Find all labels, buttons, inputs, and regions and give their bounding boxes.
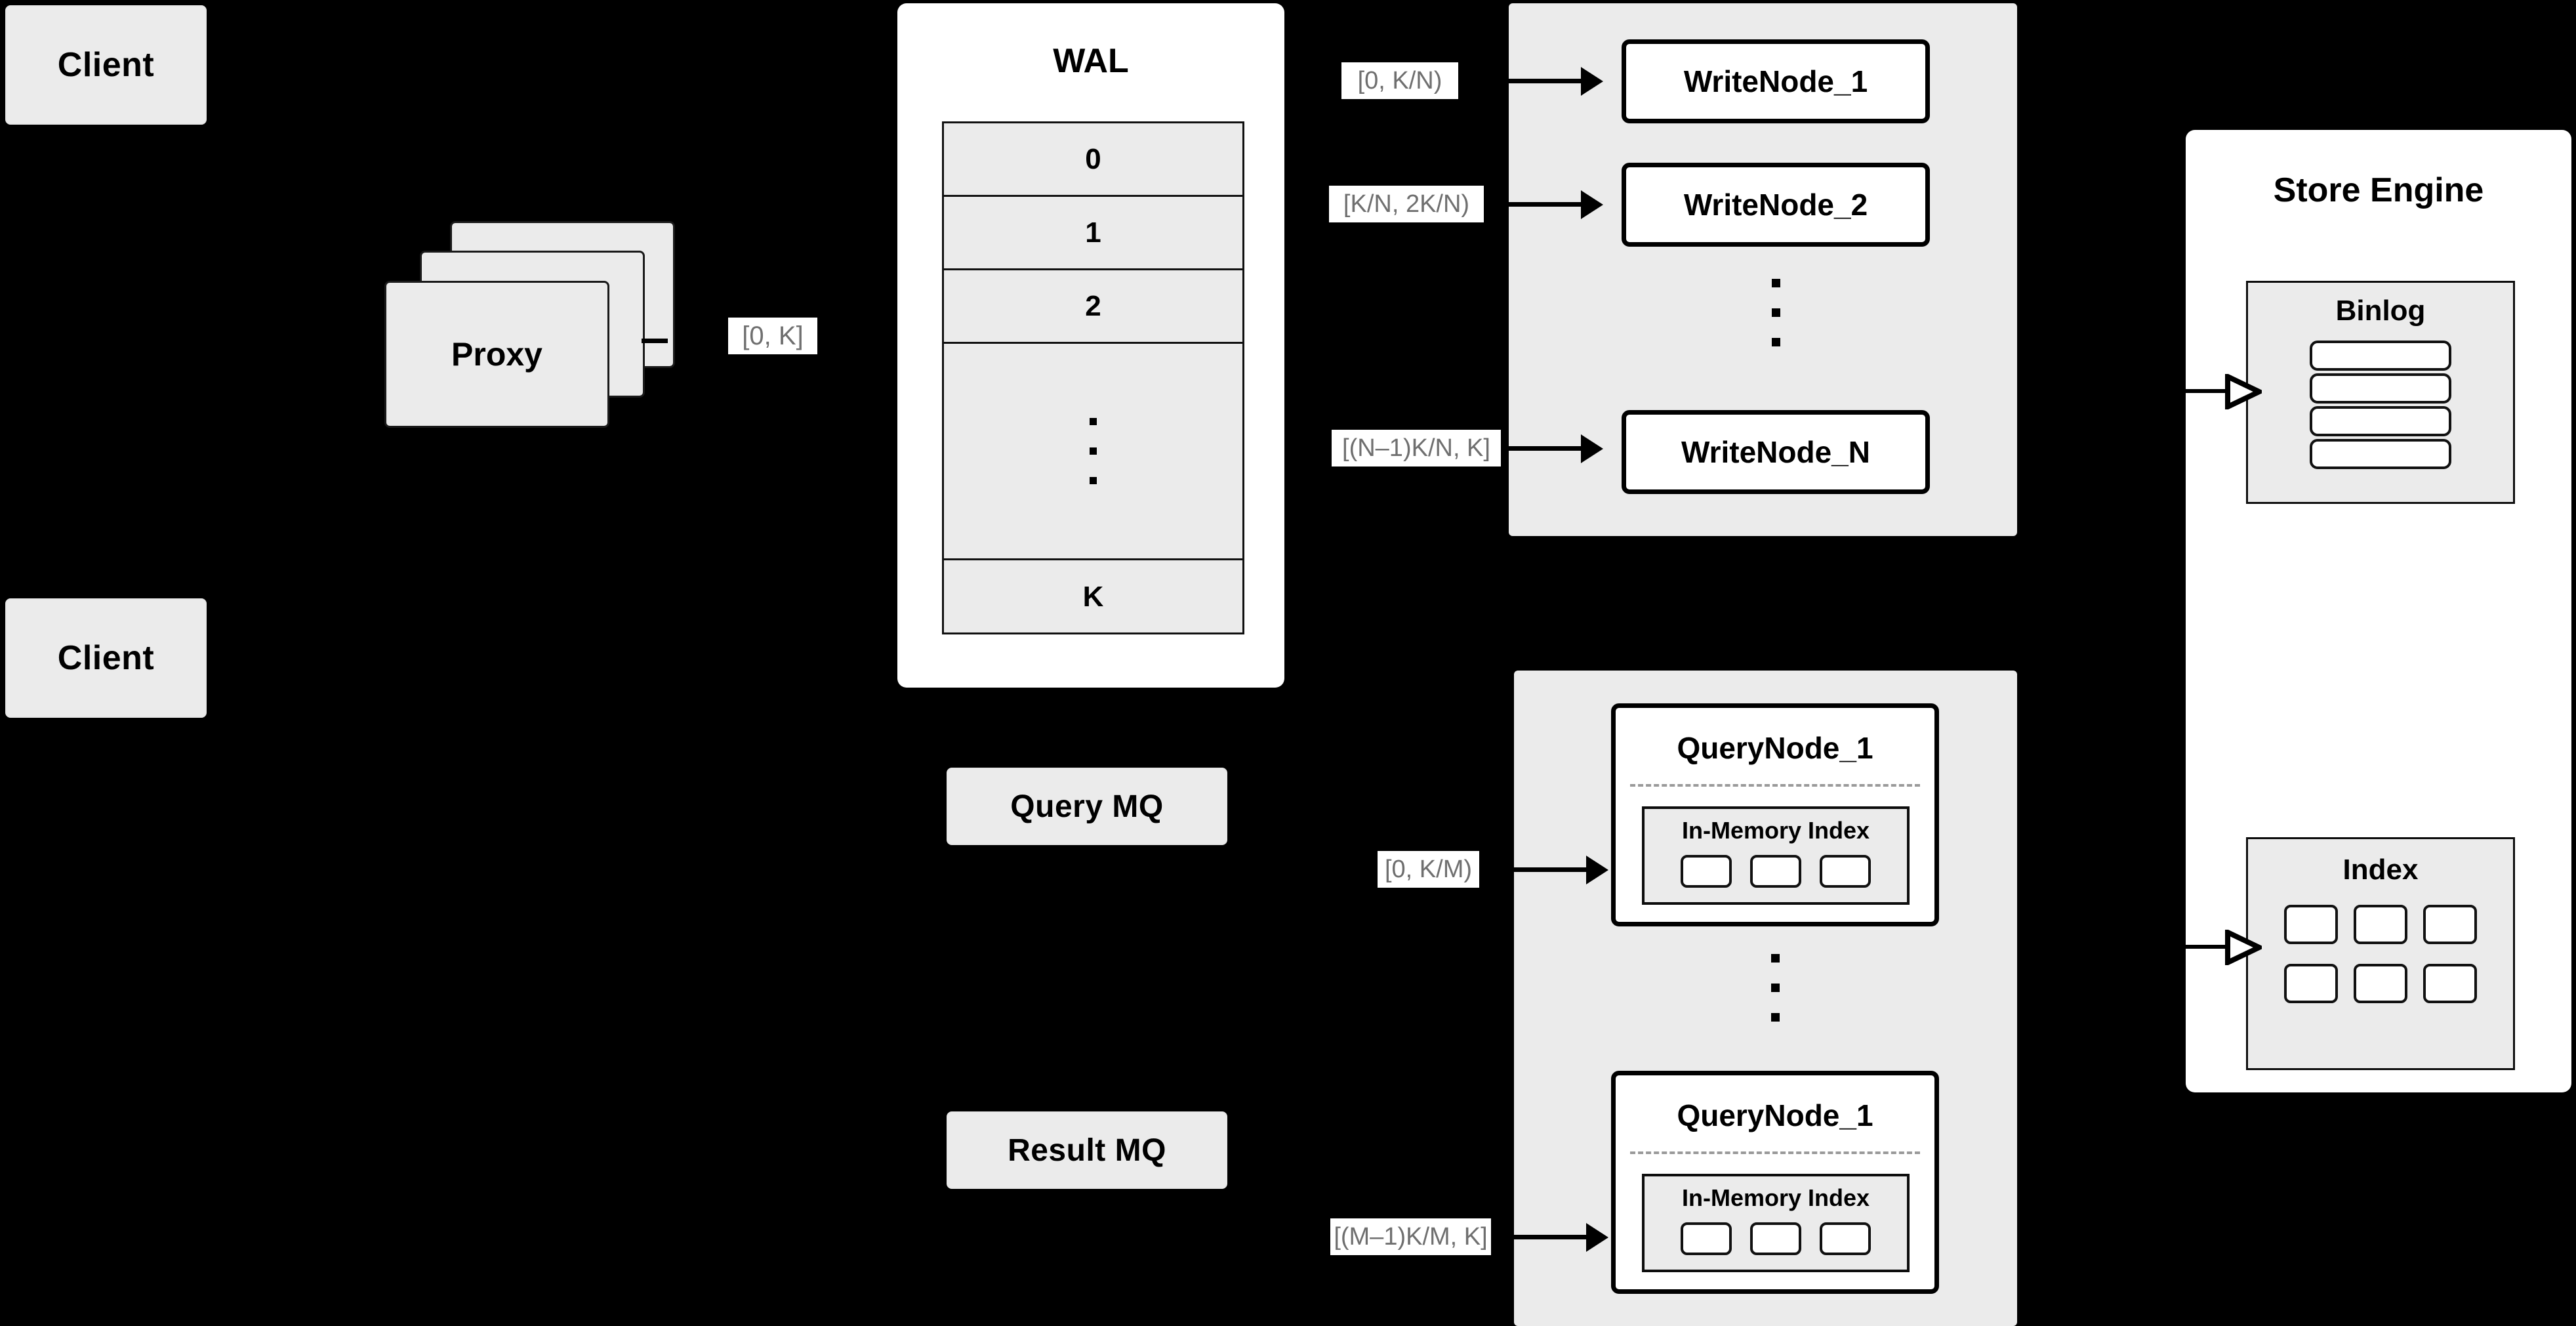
wal-title: WAL — [1053, 42, 1129, 80]
index-chip[interactable] — [1681, 855, 1732, 888]
arrow-line-to-binlog — [2186, 389, 2226, 393]
write-node-2[interactable]: WriteNode_2 — [1622, 163, 1930, 247]
query-mq-label: Query MQ — [1010, 789, 1164, 824]
wal-panel: WAL 0 1 2 K — [897, 3, 1284, 688]
arrow-head-open-to-index — [2225, 930, 2262, 965]
query-node-2-title: QueryNode_1 — [1677, 1098, 1873, 1132]
query-mq-node[interactable]: Query MQ — [947, 768, 1227, 845]
range-label-write-node-n: [(N–1)K/N, K] — [1332, 430, 1501, 466]
binlog-bar[interactable] — [2310, 406, 2451, 436]
query-node-2-separator — [1630, 1151, 1920, 1154]
arrow-head-to-query-node-1 — [1586, 856, 1608, 884]
wal-table: 0 1 2 K — [942, 121, 1244, 634]
store-engine-panel: Store Engine Binlog Index — [2186, 130, 2571, 1092]
ellipsis-dot-icon — [1771, 954, 1780, 963]
write-node-1[interactable]: WriteNode_1 — [1622, 39, 1930, 123]
arrow-line-to-write-node-2 — [1484, 202, 1581, 207]
index-chip[interactable] — [2423, 964, 2477, 1003]
client-node-1[interactable]: Client — [5, 5, 207, 125]
result-mq-node[interactable]: Result MQ — [947, 1111, 1227, 1189]
client-node-2[interactable]: Client — [5, 598, 207, 718]
in-memory-index-1-title: In-Memory Index — [1681, 817, 1870, 844]
range-label-proxy-to-wal: [0, K] — [728, 318, 817, 354]
index-panel: Index — [2246, 837, 2515, 1070]
arrow-head-open-to-binlog — [2225, 374, 2262, 409]
store-engine-title: Store Engine — [2273, 171, 2484, 209]
write-cluster-ellipsis — [1772, 279, 1780, 346]
binlog-panel: Binlog — [2246, 281, 2515, 504]
wal-row-ellipsis — [944, 344, 1242, 560]
arrow-line-to-query-node-m — [1491, 1235, 1586, 1239]
arrow-line-to-write-node-1 — [1464, 79, 1581, 83]
index-chip[interactable] — [2284, 964, 2338, 1003]
index-title: Index — [2342, 854, 2419, 886]
arrow-head-to-write-node-2 — [1581, 190, 1603, 219]
query-node-1[interactable]: QueryNode_1 In-Memory Index — [1611, 703, 1939, 926]
wal-row[interactable]: 1 — [944, 197, 1242, 270]
index-chip[interactable] — [2354, 905, 2407, 944]
index-chip[interactable] — [1750, 1222, 1801, 1255]
index-chip[interactable] — [1820, 855, 1871, 888]
ellipsis-dot-icon — [1772, 338, 1780, 346]
index-chip[interactable] — [1820, 1222, 1871, 1255]
query-node-1-separator — [1630, 784, 1920, 787]
binlog-bar[interactable] — [2310, 373, 2451, 404]
write-node-2-label: WriteNode_2 — [1683, 188, 1868, 222]
result-mq-label: Result MQ — [1008, 1132, 1166, 1168]
index-chip[interactable] — [2423, 905, 2477, 944]
proxy-connector-stub — [642, 339, 668, 343]
in-memory-index-2: In-Memory Index — [1642, 1174, 1910, 1272]
arrow-head-to-write-node-n — [1581, 434, 1603, 463]
range-label-write-node-1: [0, K/N) — [1341, 62, 1458, 99]
query-node-cluster: QueryNode_1 In-Memory Index — [1514, 671, 2017, 1326]
client-node-1-label: Client — [57, 46, 155, 84]
ellipsis-dot-icon — [1090, 477, 1097, 484]
write-node-n-label: WriteNode_N — [1681, 435, 1870, 469]
ellipsis-dot-icon — [1771, 984, 1780, 992]
wal-row[interactable]: K — [1082, 581, 1104, 613]
ellipsis-dot-icon — [1090, 447, 1097, 455]
arrow-line-to-query-node-1 — [1479, 867, 1586, 872]
wal-row[interactable]: 2 — [944, 270, 1242, 344]
ellipsis-dot-icon — [1771, 1013, 1780, 1022]
wal-row[interactable]: 0 — [944, 123, 1242, 197]
proxy-label: Proxy — [451, 336, 542, 373]
proxy-card-front[interactable]: Proxy — [384, 281, 609, 428]
range-label-query-node-1: [0, K/M) — [1378, 851, 1479, 888]
arrow-line-to-index — [2186, 945, 2226, 949]
index-chip[interactable] — [1681, 1222, 1732, 1255]
index-chip[interactable] — [2284, 905, 2338, 944]
arrow-line-to-write-node-n — [1501, 446, 1581, 451]
ellipsis-dot-icon — [1090, 418, 1097, 425]
binlog-title: Binlog — [2335, 295, 2426, 327]
in-memory-index-1: In-Memory Index — [1642, 806, 1910, 905]
query-node-1-title: QueryNode_1 — [1677, 731, 1873, 765]
index-chip[interactable] — [1750, 855, 1801, 888]
arrow-head-to-write-node-1 — [1581, 67, 1603, 96]
client-node-2-label: Client — [57, 639, 155, 677]
write-node-n[interactable]: WriteNode_N — [1622, 410, 1930, 494]
in-memory-index-2-title: In-Memory Index — [1681, 1184, 1870, 1211]
range-label-query-node-m: [(M–1)K/M, K] — [1330, 1218, 1491, 1255]
write-node-1-label: WriteNode_1 — [1683, 64, 1868, 98]
binlog-bar[interactable] — [2310, 341, 2451, 371]
ellipsis-dot-icon — [1772, 279, 1780, 287]
query-node-2[interactable]: QueryNode_1 In-Memory Index — [1611, 1071, 1939, 1294]
index-chip[interactable] — [2354, 964, 2407, 1003]
arrow-head-to-query-node-m — [1586, 1223, 1608, 1252]
query-cluster-ellipsis — [1771, 954, 1780, 1022]
binlog-bar[interactable] — [2310, 439, 2451, 469]
range-label-write-node-2: [K/N, 2K/N) — [1329, 186, 1484, 222]
ellipsis-dot-icon — [1772, 308, 1780, 317]
